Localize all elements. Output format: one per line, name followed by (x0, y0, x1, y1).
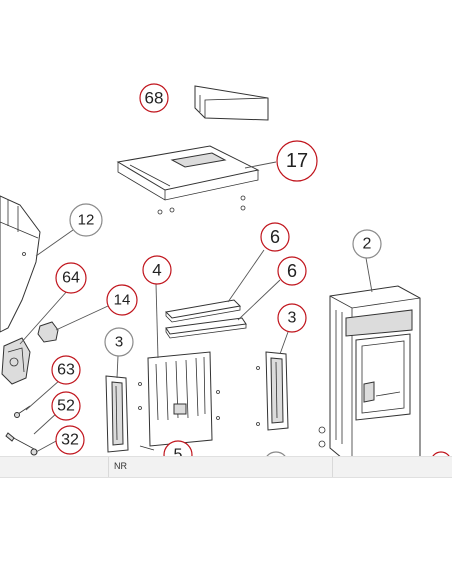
part-6-upper-plate (164, 299, 242, 323)
part-63-screw (14, 405, 31, 418)
callout-52: 52 (51, 391, 81, 421)
callout-6a-label: 6 (270, 227, 280, 247)
part-14-block (37, 321, 59, 343)
callout-3b-label: 3 (288, 310, 297, 327)
footer-cell-3 (332, 457, 451, 477)
callout-4: 4 (142, 255, 172, 285)
part-2-stove-body (318, 285, 421, 459)
leader-12 (35, 229, 74, 257)
part-3-right-panel (256, 351, 289, 431)
callout-63-label: 63 (57, 362, 75, 379)
callout-63-ring (51, 355, 81, 385)
callout-68-label: 68 (145, 89, 164, 108)
callout-17-ring (276, 140, 318, 182)
footer-cell-1 (0, 457, 109, 477)
part-12-hopper (0, 195, 41, 333)
callout-64: 64 (55, 262, 87, 294)
leader-3b (279, 331, 289, 355)
callout-12-label: 12 (78, 212, 95, 229)
callout-14-ring (106, 284, 138, 316)
part-6-lower-plate (165, 317, 247, 339)
callout-17-label: 17 (286, 150, 308, 172)
part-4-back-panel (138, 351, 220, 451)
footer-table-row: NR (0, 456, 452, 478)
callout-2-label: 2 (363, 236, 372, 253)
callout-5-label: 5 (174, 447, 183, 464)
leader-14 (55, 305, 109, 331)
callout-12-ring (69, 203, 103, 237)
callout-52-label: 52 (57, 398, 75, 415)
callout-3b-ring (277, 303, 307, 333)
callout-3a-ring (104, 327, 134, 357)
callout-63: 63 (51, 355, 81, 385)
callout-6b-label: 6 (287, 261, 297, 281)
leader-17 (244, 161, 277, 169)
footer-cell-2 (108, 457, 333, 477)
part-64-motor (1, 337, 31, 385)
leader-lines (19, 161, 373, 453)
callout-68-ring (139, 83, 169, 113)
callout-32: 32 (55, 425, 85, 455)
callout-4-label: 4 (152, 261, 161, 280)
callout-3a: 3 (104, 327, 134, 357)
leader-63 (25, 379, 61, 411)
callout-52-ring (51, 391, 81, 421)
callout-14: 14 (106, 284, 138, 316)
callout-4-ring (142, 255, 172, 285)
callout-32-label: 32 (61, 432, 79, 449)
part-top-box (194, 85, 269, 121)
callout-64-label: 64 (62, 270, 80, 287)
callout-32-ring (55, 425, 85, 455)
leader-3a (116, 355, 119, 379)
leader-6b (237, 279, 281, 321)
callout-6b: 6 (277, 256, 307, 286)
leader-52 (33, 411, 59, 435)
callout-14-label: 14 (114, 292, 131, 309)
leader-4 (155, 283, 159, 359)
leader-6a (227, 249, 265, 303)
leader-64 (19, 289, 69, 345)
callout-6b-ring (277, 256, 307, 286)
part-32-sensor (30, 448, 38, 456)
callout-2: 2 (352, 229, 382, 259)
callout-6a: 6 (260, 222, 290, 252)
part-17-top-plate (116, 145, 260, 215)
part-52-probe (5, 432, 37, 451)
callout-3a-label: 3 (115, 334, 123, 351)
callout-68: 68 (139, 83, 169, 113)
part-3-left-panel (105, 375, 129, 453)
callout-3b: 3 (277, 303, 307, 333)
callout-17: 17 (276, 140, 318, 182)
callout-64-ring (55, 262, 87, 294)
callout-6a-ring (260, 222, 290, 252)
footer-nr-label: NR (114, 461, 127, 471)
callout-2-ring (352, 229, 382, 259)
leader-2 (365, 257, 373, 293)
callout-12: 12 (69, 203, 103, 237)
leader-32 (35, 439, 59, 453)
